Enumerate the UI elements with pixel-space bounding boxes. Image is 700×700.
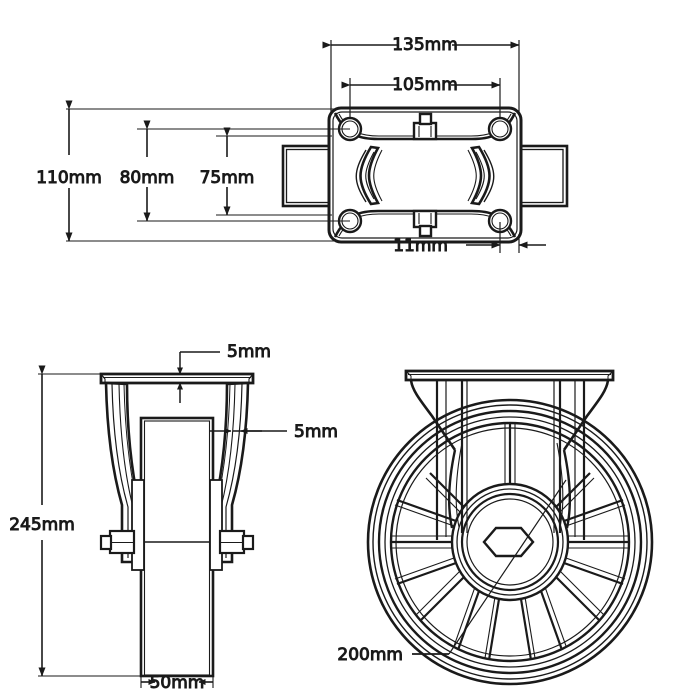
front-wheel-tread	[139, 416, 215, 678]
axle-bolt-top	[412, 112, 438, 141]
bolt-hole-top-right	[487, 116, 513, 142]
leader-line-200mm-diameter	[448, 479, 567, 655]
curved-slot-left	[355, 145, 383, 206]
dim-label-110: 110mm	[36, 168, 102, 188]
side-top-plate	[404, 369, 615, 382]
front-axle-bolt-left	[99, 529, 136, 555]
top-view-dimensions: 135mm 105mm 110mm 80mm 75mm 11mm	[36, 35, 546, 257]
dim-label-80: 80mm	[120, 168, 175, 188]
dim-label-245: 245mm	[9, 515, 75, 535]
side-view-dimensions: 200mm	[337, 479, 567, 666]
dim-label-75: 75mm	[200, 168, 255, 188]
mounting-plate-outline	[327, 106, 523, 244]
axle-bolt-bottom	[412, 209, 438, 238]
dim-label-105: 105mm	[392, 75, 458, 95]
curved-slot-right	[467, 145, 495, 206]
front-top-plate	[99, 372, 255, 385]
top-view	[281, 106, 569, 244]
dim-label-5mm-plate: 5mm	[227, 342, 271, 362]
wheel-outer-rim	[366, 398, 654, 686]
front-view-dimensions: 5mm 5mm 245mm 50mm	[9, 342, 339, 694]
fork-leg-right	[513, 144, 569, 208]
dim-label-11: 11mm	[393, 236, 448, 256]
dim-label-50: 50mm	[150, 673, 205, 693]
front-view	[99, 372, 255, 678]
dim-label-200: 200mm	[337, 645, 403, 665]
dim-label-5mm-leg: 5mm	[294, 422, 338, 442]
wheel-spokes	[391, 423, 629, 661]
side-view	[366, 369, 654, 686]
fork-leg-left	[281, 144, 337, 208]
dim-label-135: 135mm	[392, 35, 458, 55]
front-axle-bolt-right	[218, 529, 255, 555]
hex-axle-nut	[482, 526, 535, 558]
